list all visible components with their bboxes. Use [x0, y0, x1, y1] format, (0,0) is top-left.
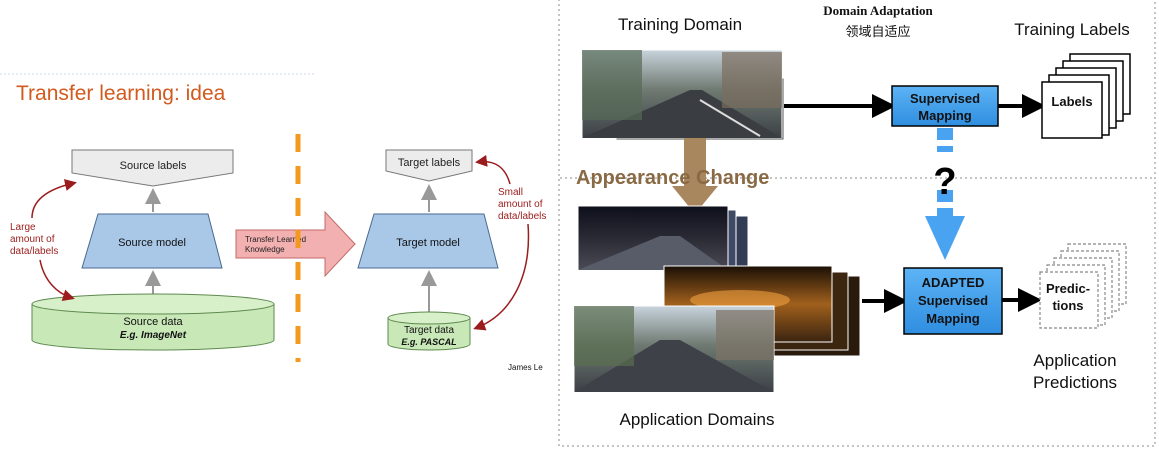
source-model-text: Source model — [118, 237, 186, 249]
labels-stack — [1041, 53, 1131, 139]
source-labels-box — [71, 149, 234, 187]
domain-adaptation-panel: Training Domain Domain Adaptation 领域自适应 … — [558, 0, 1156, 447]
small-note-line3: data/labels — [498, 211, 546, 222]
small-note-line1: Small — [498, 187, 523, 198]
appearance-change-arrow — [672, 138, 718, 214]
source-data-text: Source data — [123, 316, 183, 328]
source-model-trapezoid — [81, 213, 223, 269]
adapted-mapping-box — [903, 267, 1003, 335]
application-predictions-line2: Predictions — [1033, 373, 1117, 392]
source-data-example: E.g. ImageNet — [120, 330, 187, 341]
small-note-up-arrow — [475, 154, 511, 185]
target-labels-box — [385, 149, 473, 182]
target-data-text: Target data — [404, 325, 454, 336]
transfer-learning-panel: Transfer learning: idea Source labels So… — [0, 73, 546, 372]
predictions-line2: tions — [1052, 298, 1083, 313]
adapted-mapping-line3: Mapping — [926, 311, 979, 326]
small-note-down-arrow — [473, 223, 530, 331]
large-note-line3: data/labels — [10, 246, 58, 257]
transfer-arrow-line1: Transfer Learned — [245, 235, 306, 244]
adapted-mapping-line2: Supervised — [918, 293, 988, 308]
supervised-mapping-line1: Supervised — [910, 91, 980, 106]
target-model-text: Target model — [396, 237, 460, 249]
appearance-change-text: Appearance Change — [576, 167, 769, 189]
source-data-cylinder — [31, 293, 275, 351]
training-domain-text: Training Domain — [618, 15, 742, 34]
application-predictions-line1: Application — [1033, 351, 1116, 370]
application-images-stack — [573, 205, 861, 393]
predictions-line1: Predic- — [1046, 281, 1090, 296]
adaptation-arrow — [925, 128, 965, 260]
supervised-mapping-line2: Mapping — [918, 108, 971, 123]
supervised-mapping-box — [891, 85, 999, 127]
panel-border — [558, 0, 1156, 447]
application-domains-text: Application Domains — [620, 410, 775, 429]
heading-text: Domain Adaptation — [823, 3, 933, 18]
training-images-stack — [581, 49, 785, 141]
predictions-stack — [1039, 243, 1127, 329]
small-note-line2: amount of — [498, 199, 543, 210]
adapted-mapping-line1: ADAPTED — [922, 275, 985, 290]
labels-text: Labels — [1051, 94, 1092, 109]
training-labels-text: Training Labels — [1014, 20, 1130, 39]
question-mark: ? — [933, 161, 956, 203]
large-note-down-arrow — [39, 259, 75, 302]
large-note-line1: Large — [10, 222, 36, 233]
heading-cn-text: 领域自适应 — [845, 24, 910, 39]
target-model-trapezoid — [357, 213, 499, 269]
large-note-line2: amount of — [10, 234, 55, 245]
page-title: Transfer learning: idea — [16, 82, 226, 105]
credit-text: James Le — [508, 363, 543, 372]
target-labels-text: Target labels — [398, 157, 461, 169]
source-labels-text: Source labels — [120, 160, 187, 172]
target-data-example: E.g. PASCAL — [401, 337, 456, 347]
large-note-up-arrow — [31, 179, 77, 219]
transfer-arrow-line2: Knowledge — [245, 245, 285, 254]
target-data-cylinder — [387, 311, 471, 351]
